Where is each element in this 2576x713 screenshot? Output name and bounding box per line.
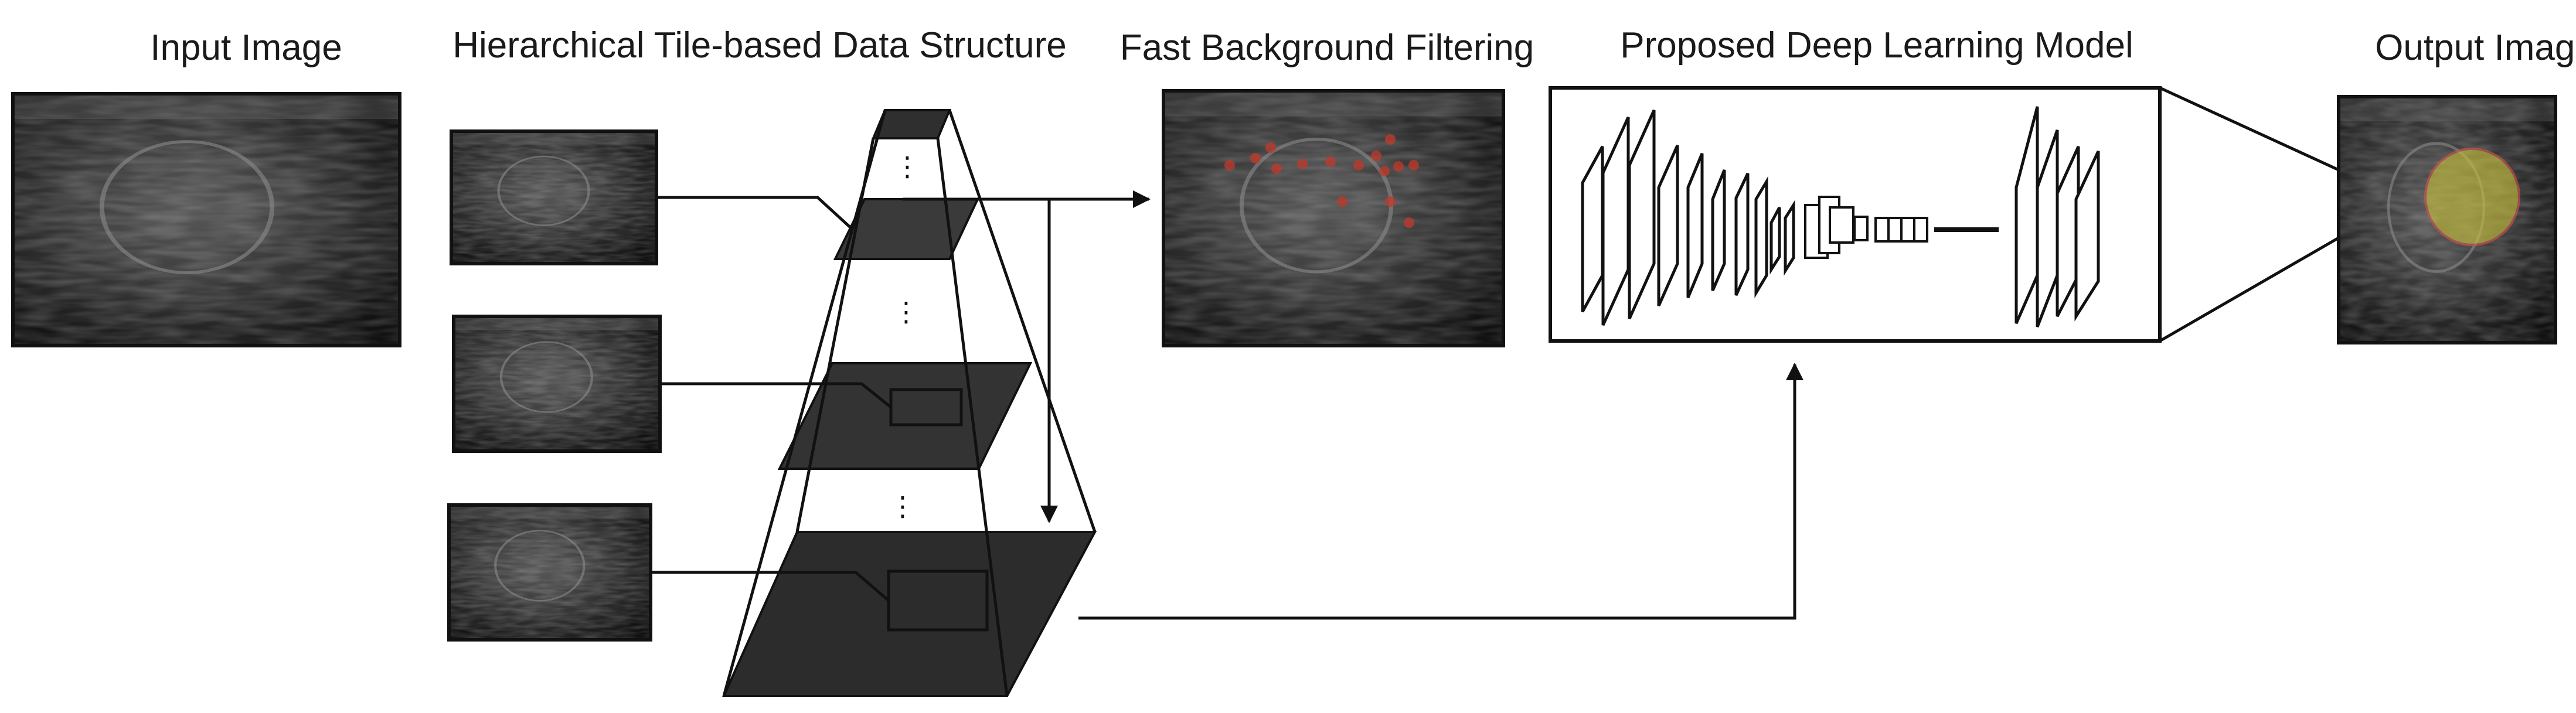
layer-13 bbox=[1829, 206, 1854, 244]
layer-20 bbox=[2036, 129, 2059, 327]
layer-19 bbox=[2014, 106, 2039, 325]
layer-6 bbox=[1711, 169, 1726, 291]
model-title: Proposed Deep Learning Model bbox=[1620, 25, 2133, 66]
thumbnail-image-1 bbox=[450, 129, 658, 265]
layer-10 bbox=[1784, 200, 1795, 276]
thumbnail-image-2 bbox=[452, 315, 662, 453]
arrow-to-model bbox=[1078, 363, 1803, 620]
layer-7 bbox=[1734, 172, 1750, 296]
input-ultrasound-image bbox=[13, 94, 400, 346]
layer-17 bbox=[1900, 217, 1915, 243]
ellipsis-3: ⋮ bbox=[889, 490, 916, 522]
layer-16 bbox=[1887, 217, 1903, 243]
zoom-line-bottom bbox=[2159, 236, 2340, 343]
layer-3 bbox=[1628, 109, 1656, 320]
detection-markers bbox=[1224, 134, 1419, 228]
filtered-image bbox=[1163, 91, 1503, 346]
ellipsis-2: ⋮ bbox=[893, 296, 920, 327]
segmentation-mask bbox=[2424, 148, 2520, 246]
filtering-title: Fast Background Filtering bbox=[1120, 28, 1534, 68]
layer-15 bbox=[1874, 217, 1890, 243]
layer-5 bbox=[1686, 153, 1704, 298]
pyramid-level-2 bbox=[777, 362, 1033, 470]
thumbnail-image-3 bbox=[447, 503, 652, 642]
layer-18 bbox=[1913, 217, 1928, 243]
layer-22 bbox=[2074, 150, 2100, 322]
input-image-title: Input Image bbox=[150, 28, 342, 68]
output-segmentation-image bbox=[2337, 95, 2557, 344]
layer-14 bbox=[1853, 216, 1869, 241]
layer-1 bbox=[1581, 145, 1604, 313]
hierarchy-title: Hierarchical Tile-based Data Structure bbox=[452, 25, 1067, 66]
layer-2 bbox=[1601, 116, 1630, 326]
pyramid-level-3 bbox=[722, 531, 1097, 697]
output-image-title: Output Image bbox=[2375, 28, 2576, 68]
layer-4 bbox=[1657, 144, 1679, 307]
connector-thumb1 bbox=[656, 196, 854, 231]
layer-8 bbox=[1754, 176, 1768, 299]
layer-9 bbox=[1769, 206, 1781, 275]
connector-thumb2 bbox=[660, 382, 892, 408]
zoom-line-top bbox=[2159, 86, 2340, 172]
ellipsis-1: ⋮ bbox=[894, 151, 921, 182]
deep-learning-model bbox=[1549, 86, 2162, 343]
connector-thumb3 bbox=[651, 571, 890, 602]
